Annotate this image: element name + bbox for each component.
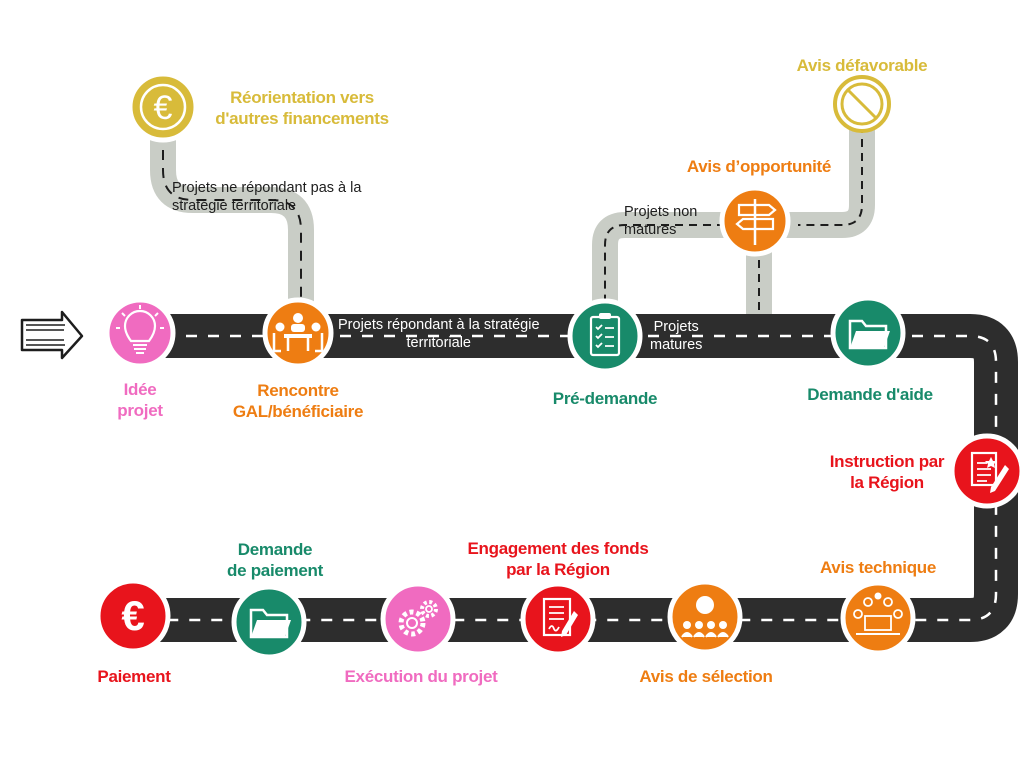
label-paiement: Paiement [97, 667, 171, 686]
document-pencil-icon [949, 433, 1024, 509]
prohibited-icon [833, 75, 891, 133]
label-demande-paiement: Demande de paiement [227, 540, 323, 580]
lightbulb-icon [104, 297, 176, 369]
arrow-right-icon [20, 310, 84, 360]
euro-icon: € [95, 578, 171, 654]
road-label-strategie: Projets répondant à la stratégie territo… [338, 317, 540, 351]
folder-icon [830, 295, 906, 371]
road-label-non-strategie: Projets ne répondant pas à la stratégie … [172, 180, 362, 214]
label-avis-technique: Avis technique [819, 558, 937, 577]
checklist-clipboard-icon [567, 298, 643, 374]
signpost-icon [719, 185, 791, 257]
side-road-reorientation [150, 115, 314, 332]
label-execution: Exécution du projet [344, 667, 498, 686]
label-instruction: Instruction par la Région [829, 452, 945, 492]
euro-coin-icon: € [127, 71, 199, 143]
label-avis-defavorable: Avis défavorable [796, 56, 928, 75]
label-avis-opportunite: Avis d’opportunité [686, 157, 832, 176]
label-demande-aide: Demande d'aide [807, 385, 933, 404]
meeting-table-icon [262, 297, 334, 369]
label-pre-demande: Pré-demande [552, 389, 658, 408]
audience-icon [667, 579, 743, 655]
road-label-matures: Projets matures [650, 319, 703, 353]
label-engagement: Engagement des fonds par la Région [467, 539, 649, 579]
signed-contract-icon [520, 581, 596, 657]
label-rencontre: Rencontre GAL/bénéficiaire [232, 381, 364, 421]
committee-icon [840, 580, 916, 656]
gears-icon [380, 581, 456, 657]
svg-text:€: € [154, 89, 173, 127]
label-reorientation: Réorientation vers d'autres financements [215, 88, 389, 128]
road-label-non-matures: Projets non matures [624, 204, 698, 238]
svg-text:€: € [121, 592, 144, 639]
label-idee-projet: Idée projet [117, 380, 163, 420]
label-avis-selection: Avis de sélection [639, 667, 773, 686]
folder-icon [231, 584, 307, 660]
